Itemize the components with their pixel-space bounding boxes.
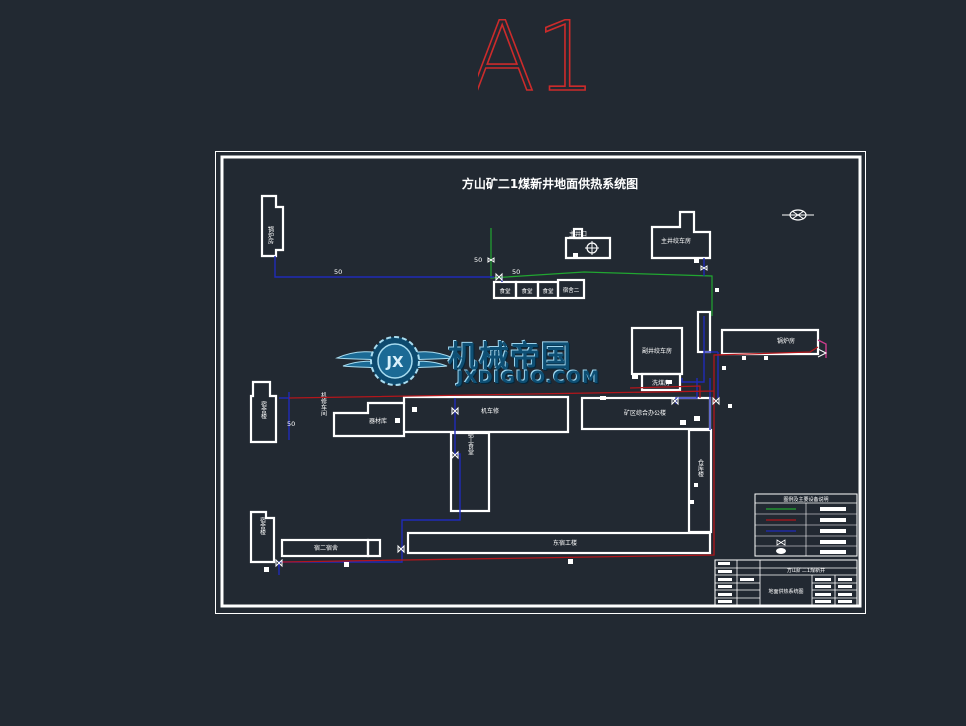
label-dorm-3: 宿二宿舍 [314,544,338,552]
title-block-name: 方山矿二1煤新井 [787,567,825,574]
sheet-size-text: A1 [478,8,588,98]
label-bottom-left: 宿舍楼 [259,516,266,536]
watermark-logo: JX 机械帝国 JXDIGUO.COM [335,328,630,394]
pipe-size-4: 50 [287,420,295,428]
building-dorm-3-annex [366,538,382,558]
label-workshop: 机车修 [481,407,499,415]
label-row-2: 食堂 [521,287,533,295]
label-warehouse: 仓库楼 [697,458,704,478]
supply-pipe [274,256,719,575]
pipe-size-3: 50 [512,268,520,276]
label-main-winder: 主井绞车房 [661,237,691,245]
title-block[interactable] [714,559,858,607]
building-row-4[interactable] [556,278,586,300]
title-block-cells [718,562,852,603]
label-office: 矿区综合办公楼 [624,409,666,417]
watermark-en-text: JXDIGUO.COM [457,368,601,388]
legend-boiler-icon [776,548,786,554]
shaft-symbol-icon [585,241,599,255]
building-top-left[interactable] [260,194,285,258]
label-coal-wash: 洗煤房 [652,379,670,387]
water-pipe [490,228,713,316]
building-coal-wash[interactable] [640,372,682,392]
label-aux-winder: 副井绞车房 [642,347,672,355]
label-shaft-head: 主井口 [569,230,587,238]
sheet-inner-border [220,155,862,608]
shaft-head-annex [572,227,584,240]
building-bottom-left[interactable] [249,510,276,564]
building-canteen[interactable] [449,431,491,513]
label-materials: 器材库 [369,417,387,425]
watermark-badge-text: JX [385,353,404,371]
drawing-title: 方山矿二1煤新井地面供热系统图 [462,176,638,191]
legend-title: 图例及主要设备说明 [783,496,828,503]
building-dorm-east[interactable] [406,531,712,555]
pipe-support-markers [264,253,768,572]
valve-icons [275,257,828,568]
label-top-left: 锅炉房 [267,225,274,245]
sheet-outer-border [215,151,866,614]
building-shaft-head[interactable] [564,236,612,260]
north-arrow-icon [782,209,814,221]
label-row-4: 宿舍二 [563,286,580,294]
return-pipe [281,346,819,563]
building-warehouse[interactable] [687,428,713,534]
legend-valve-icon [776,539,786,546]
label-boiler-room: 锅炉房 [777,337,795,345]
title-block-subtitle: 地面供热系统图 [768,588,803,595]
label-mech-repair: 机修车间 [320,391,327,417]
watermark-cn-text: 机械帝国 [448,340,572,375]
label-left-dorm: 宿舍楼 [260,400,267,420]
building-workshop-block[interactable] [332,395,570,438]
watermark-badge-icon: JX [335,336,455,386]
sheet-size-label: A1 [478,8,588,98]
building-left-dorm[interactable] [249,380,278,444]
building-main-winder[interactable] [650,210,712,260]
label-dorm-east: 东宿工楼 [553,539,577,547]
legend-panel[interactable]: 图例及主要设备说明 [754,493,858,557]
building-boiler-room[interactable] [720,328,820,356]
pipe-size-2: 50 [474,256,482,264]
label-canteen: 职工食堂 [467,431,474,455]
label-row-1: 食堂 [499,287,511,295]
label-row-3: 食堂 [542,287,554,295]
pipe-size-1: 50 [334,268,342,276]
